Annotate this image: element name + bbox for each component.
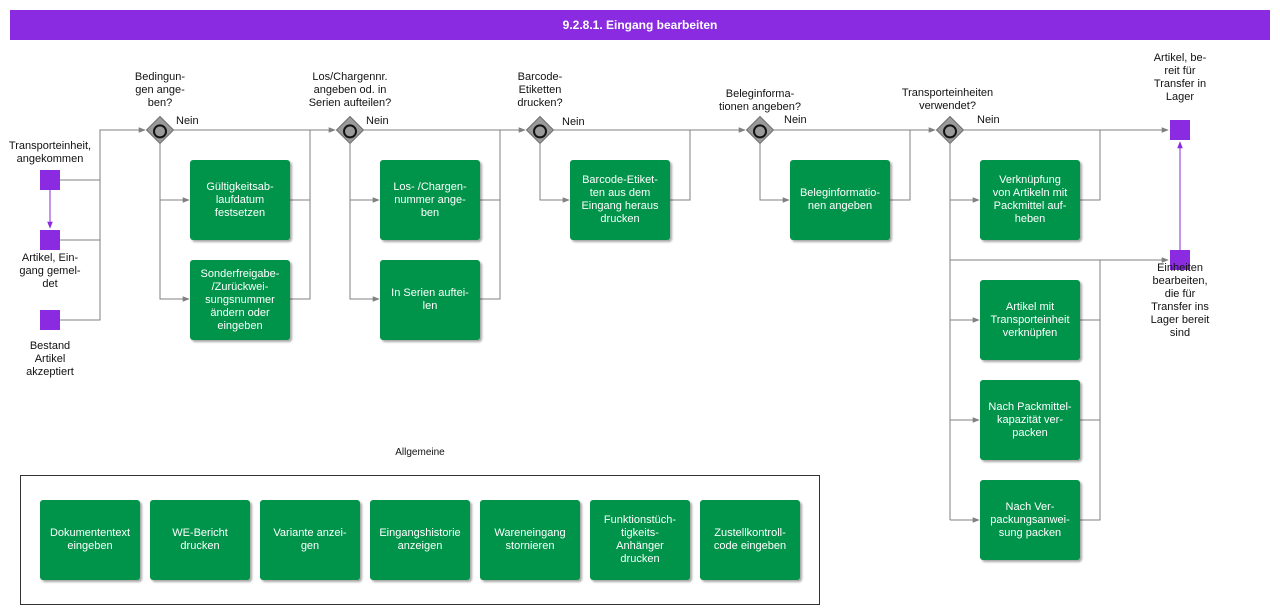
event-start-transport-unit[interactable] — [40, 170, 60, 190]
task-set-expiry-date[interactable]: Gültigkeitsab- laufdatum festsetzen — [190, 160, 290, 240]
gateway-no-label: Nein — [784, 114, 807, 126]
gateway-label-transport-units: Transporteinheiten verwendet? — [901, 87, 994, 112]
general-task-document-text[interactable]: Dokumententext eingeben — [40, 500, 140, 580]
wire-t8-out — [1080, 260, 1101, 321]
wire-t5-out — [670, 130, 691, 201]
wire-start3-g1 — [60, 130, 101, 321]
wire-t6-out — [890, 130, 911, 201]
wire-t9-out — [1080, 260, 1101, 421]
general-task-delivery-code[interactable]: Zustellkontroll- code eingeben — [700, 500, 800, 580]
general-task-receipt-history[interactable]: Eingangshistorie anzeigen — [370, 500, 470, 580]
wire-g1-t1 — [159, 144, 190, 203]
wire-g3-t5 — [539, 144, 570, 203]
event-end-units-ready[interactable] — [1170, 250, 1190, 270]
event-start-item-receipt[interactable] — [40, 230, 60, 250]
gateway-no-label: Nein — [562, 116, 585, 128]
task-print-barcodes[interactable]: Barcode-Etiket- ten aus dem Eingang hera… — [570, 160, 670, 240]
task-split-serials[interactable]: In Serien auftei- len — [380, 260, 480, 340]
event-label-start-2: Artikel, Ein- gang gemel- det — [19, 252, 81, 290]
wire-t4-out — [480, 130, 501, 300]
general-task-receipt-report[interactable]: WE-Bericht drucken — [150, 500, 250, 580]
general-task-print-tag[interactable]: Funktionstüch- tigkeits- Anhänger drucke… — [590, 500, 690, 580]
general-task-cancel-receipt[interactable]: Wareneingang stornieren — [480, 500, 580, 580]
wire-t10-out — [1080, 260, 1101, 521]
event-label-end-2: Einheiten bearbeiten, die für Transfer i… — [1150, 262, 1210, 339]
event-start-stock-accepted[interactable] — [40, 310, 60, 330]
wire-g2-t4 — [349, 200, 380, 302]
task-enter-lot-number[interactable]: Los- /Chargen- nummer ange- ben — [380, 160, 480, 240]
general-task-show-variant[interactable]: Variante anzei- gen — [260, 500, 360, 580]
gateway-label-document-info: Beleginforma- tionen angeben? — [719, 88, 801, 113]
event-end-item-ready[interactable] — [1170, 120, 1190, 140]
task-pack-by-capacity[interactable]: Nach Packmittel- kapazität ver- packen — [980, 380, 1080, 460]
diagram-title: 9.2.8.1. Eingang bearbeiten — [10, 10, 1270, 40]
wire-t3-out — [480, 130, 501, 201]
gateway-label-lot-serial: Los/Chargennr. angeben od. in Serien auf… — [308, 71, 392, 109]
wire-g2-t3 — [349, 144, 380, 203]
task-enter-document-info[interactable]: Beleginformatio- nen angeben — [790, 160, 890, 240]
wire-t7-out — [1080, 130, 1101, 201]
event-label-end-1: Artikel, be- reit für Transfer in Lager — [1153, 52, 1207, 103]
gateway-label-barcode: Barcode- Etiketten drucken? — [517, 71, 563, 109]
general-activities-title: Allgemeine Aktivitäten — [395, 447, 445, 458]
task-pack-by-instruction[interactable]: Nach Ver- packungsanwei- sung packen — [980, 480, 1080, 560]
task-unlink-packaging[interactable]: Verknüpfung von Artikeln mit Packmittel … — [980, 160, 1080, 240]
general-activities-group — [20, 475, 820, 605]
task-special-release-number[interactable]: Sonderfreigabe- /Zurückwei- sungsnummer … — [190, 260, 290, 340]
wire-g1-t2 — [159, 200, 190, 302]
wire-t2-out — [290, 130, 311, 300]
wire-g4-t6 — [759, 144, 790, 203]
event-label-start-3: Bestand Artikel akzeptiert — [26, 340, 74, 378]
gateway-no-label: Nein — [977, 114, 1000, 126]
event-label-start-1: Transporteinheit, angekommen — [8, 140, 92, 165]
gateway-no-label: Nein — [176, 115, 199, 127]
wire-t1-out — [290, 130, 311, 201]
gateway-no-label: Nein — [366, 115, 389, 127]
gateway-label-conditions: Bedingun- gen ange- ben? — [134, 71, 186, 109]
task-link-transport-unit[interactable]: Artikel mit Transporteinheit verknüpfen — [980, 280, 1080, 360]
